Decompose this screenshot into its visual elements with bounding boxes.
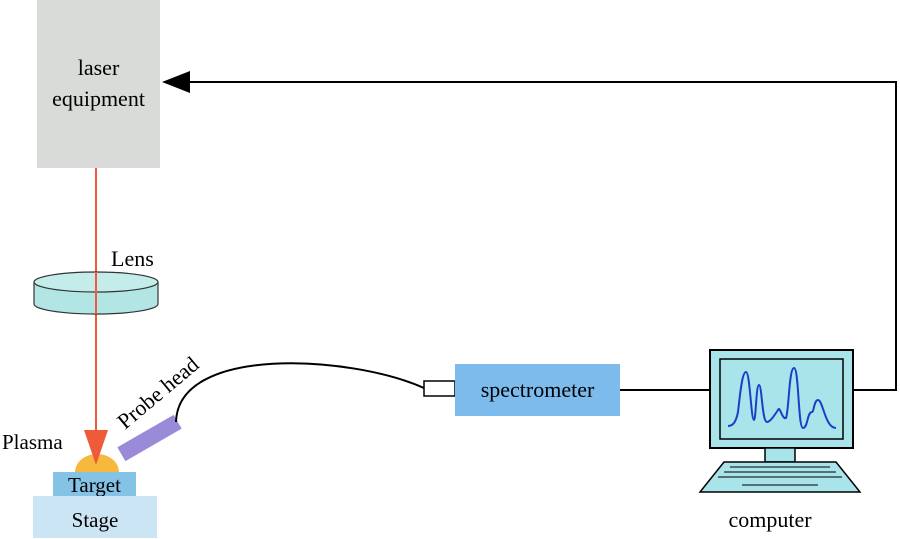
control-arrowhead xyxy=(162,71,190,93)
keyboard-keys xyxy=(718,466,842,486)
plasma-label: Plasma xyxy=(2,430,63,454)
target-block xyxy=(53,472,136,496)
monitor-screen xyxy=(719,358,844,440)
laser-equipment-label-line1: laser xyxy=(78,55,120,80)
laser-equipment-box xyxy=(37,0,160,168)
spectrometer-label: spectrometer xyxy=(481,377,595,402)
monitor-neck xyxy=(764,447,796,463)
fiber-cable xyxy=(175,362,425,423)
probe-head xyxy=(117,414,182,462)
plasma-arrow xyxy=(84,430,108,465)
computer xyxy=(698,349,862,493)
control-line xyxy=(190,81,897,391)
target-label: Target xyxy=(68,473,121,497)
fiber-connector xyxy=(423,380,456,397)
plasma-dome xyxy=(75,454,119,472)
stage-label: Stage xyxy=(72,508,119,532)
spectrum-trace xyxy=(727,366,837,430)
computer-label: computer xyxy=(728,507,812,532)
probe-head-label: Probe head xyxy=(112,351,203,433)
lens-label: Lens xyxy=(111,246,154,271)
stage-block xyxy=(33,496,157,538)
laser-equipment-label-line2: equipment xyxy=(52,86,145,111)
spectrometer-box xyxy=(455,364,620,416)
